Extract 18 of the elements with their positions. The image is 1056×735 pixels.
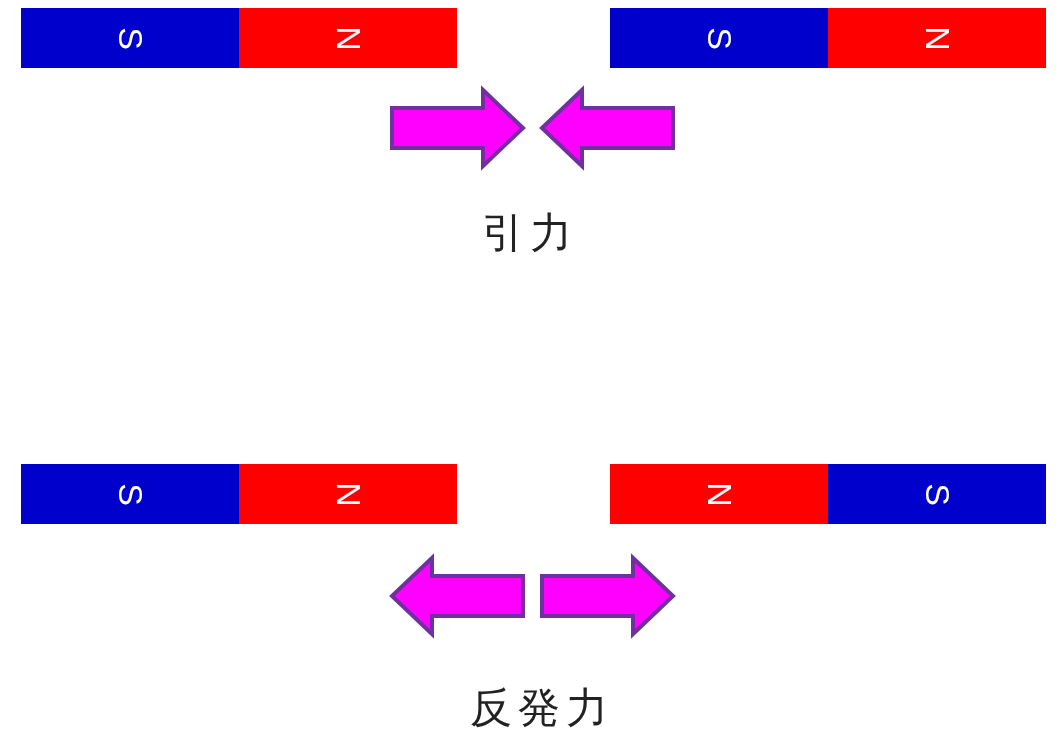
- pole-letter: N: [328, 481, 368, 507]
- pole-letter: S: [110, 26, 150, 50]
- magnet-pole: [239, 8, 457, 68]
- magnet-pole: [610, 8, 828, 68]
- pole-letter: N: [699, 481, 739, 507]
- magnet-pole: [21, 464, 239, 524]
- pole-letter: N: [328, 25, 368, 51]
- magnet-pole: [610, 464, 828, 524]
- magnet-pole: [828, 8, 1046, 68]
- pole-letter: S: [699, 26, 739, 50]
- pole-letter: N: [917, 25, 957, 51]
- force-label: 引力: [482, 207, 578, 259]
- pole-letter: S: [110, 482, 150, 506]
- magnet-pole: [21, 8, 239, 68]
- force-label: 反発力: [470, 682, 614, 734]
- magnet-pole: [239, 464, 457, 524]
- pole-letter: S: [917, 482, 957, 506]
- magnet-pole: [828, 464, 1046, 524]
